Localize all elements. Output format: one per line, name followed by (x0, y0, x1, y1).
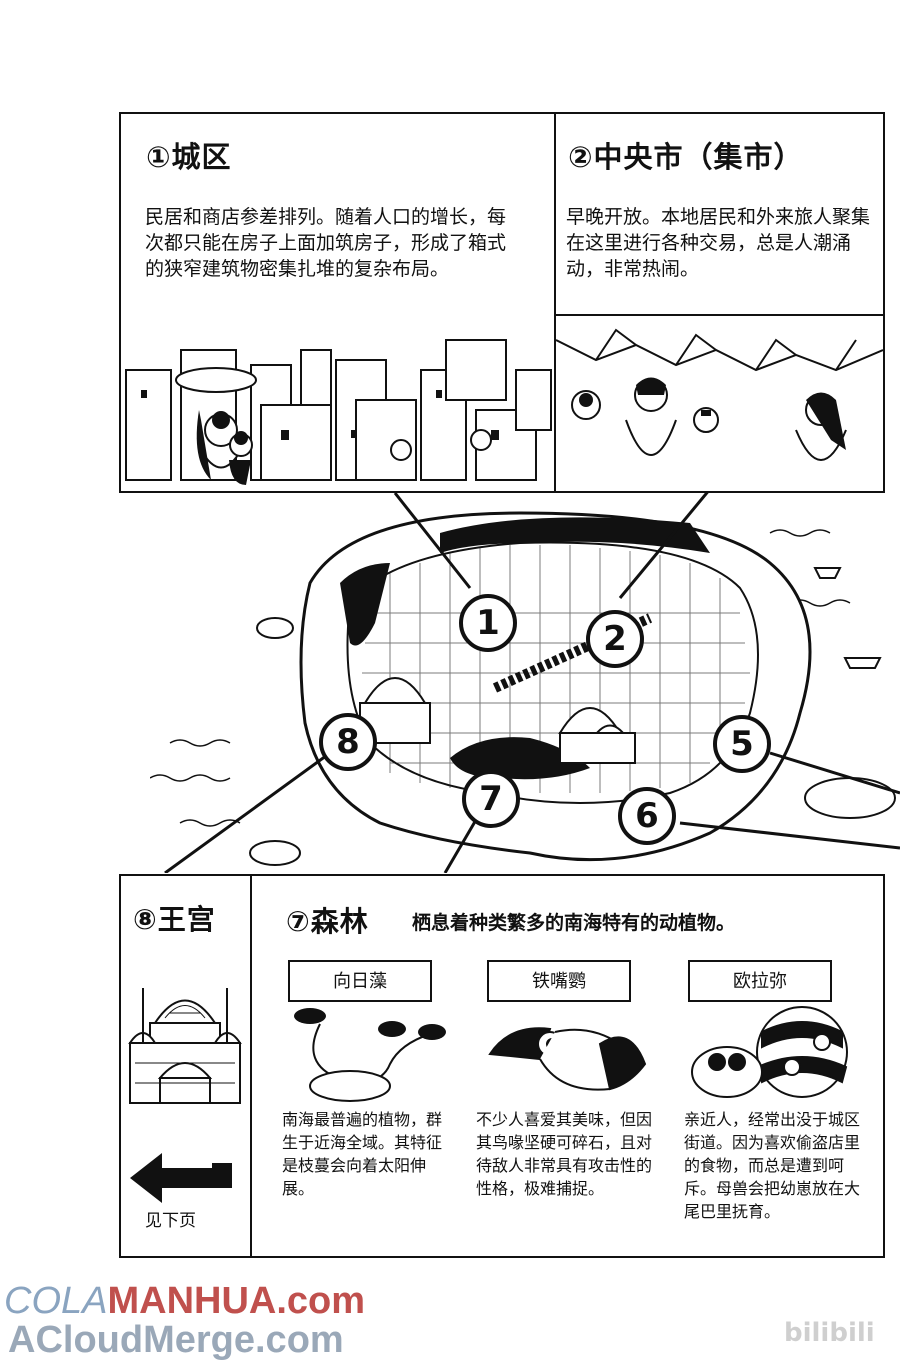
next-page-label: 见下页 (145, 1211, 196, 1231)
ironbeak-illustration (488, 1027, 647, 1091)
species-label-ironbeak: 铁嘴鹦 (487, 960, 631, 1002)
species-label-olami: 欧拉弥 (688, 960, 832, 1002)
panel-forest: ⑦森林 栖息着种类繁多的南海特有的动植物。 向日藻 南海最普遍的植物，群生于近海… (250, 874, 885, 1258)
watermark-acloudmerge: ACloudMerge.com (8, 1319, 344, 1361)
species-text-ironbeak: 不少人喜爱其美味，但因其鸟喙坚硬可碎石，且对待敌人非常具有攻击性的性格，极难捕捉… (476, 1110, 653, 1198)
panel-city-text: 民居和商店参差排列。随着人口的增长，每次都只能在房子上面加筑房子，形成了箱式的狭… (145, 206, 507, 280)
palace-illustration (128, 988, 242, 1104)
panel-city-title: ①城区 (146, 140, 232, 174)
panel-city: ①城区 民居和商店参差排列。随着人口的增长，每次都只能在房子上面加筑房子，形成了… (119, 112, 556, 493)
olami-illustration (691, 1006, 848, 1098)
species-text-olami: 亲近人，经常出没于城区街道。因为喜欢偷盗店里的食物，而总是遭到呵斥。母兽会把幼崽… (684, 1110, 861, 1221)
market-illustration (556, 314, 883, 461)
map-marker-1: 1 (459, 594, 517, 652)
species-label-sunweed: 向日藻 (288, 960, 432, 1002)
arrow-left-icon (130, 1153, 232, 1203)
watermark-cola: COLAMANHUA.com (4, 1280, 365, 1323)
watermark-cola-part: COLA (4, 1280, 108, 1322)
species-text-sunweed: 南海最普遍的植物，群生于近海全域。其特征是枝蔓会向着太阳伸展。 (282, 1110, 443, 1198)
panel-market-title: ②中央市（集市） (568, 140, 804, 174)
watermark-bilibili: bilibili (784, 1318, 875, 1348)
panel-palace-title: ⑧王宫 (133, 903, 216, 936)
map-marker-6: 6 (618, 787, 676, 845)
island-map (150, 493, 900, 873)
map-marker-7: 7 (462, 770, 520, 828)
map-marker-5: 5 (713, 715, 771, 773)
panel-palace: ⑧王宫 见下页 (119, 874, 252, 1258)
map-marker-8: 8 (319, 713, 377, 771)
sunweed-illustration (294, 1008, 446, 1102)
panel-forest-subtitle: 栖息着种类繁多的南海特有的动植物。 (412, 912, 736, 934)
city-illustration (125, 339, 552, 485)
panel-market-text: 早晚开放。本地居民和外来旅人聚集在这里进行各种交易，总是人潮涌动，非常热闹。 (566, 206, 871, 280)
map-marker-2: 2 (586, 610, 644, 668)
panel-forest-title: ⑦森林 (286, 905, 369, 938)
panel-market: ②中央市（集市） 早晚开放。本地居民和外来旅人聚集在这里进行各种交易，总是人潮涌… (554, 112, 885, 493)
watermark-manhua-part: MANHUA.com (107, 1280, 366, 1322)
